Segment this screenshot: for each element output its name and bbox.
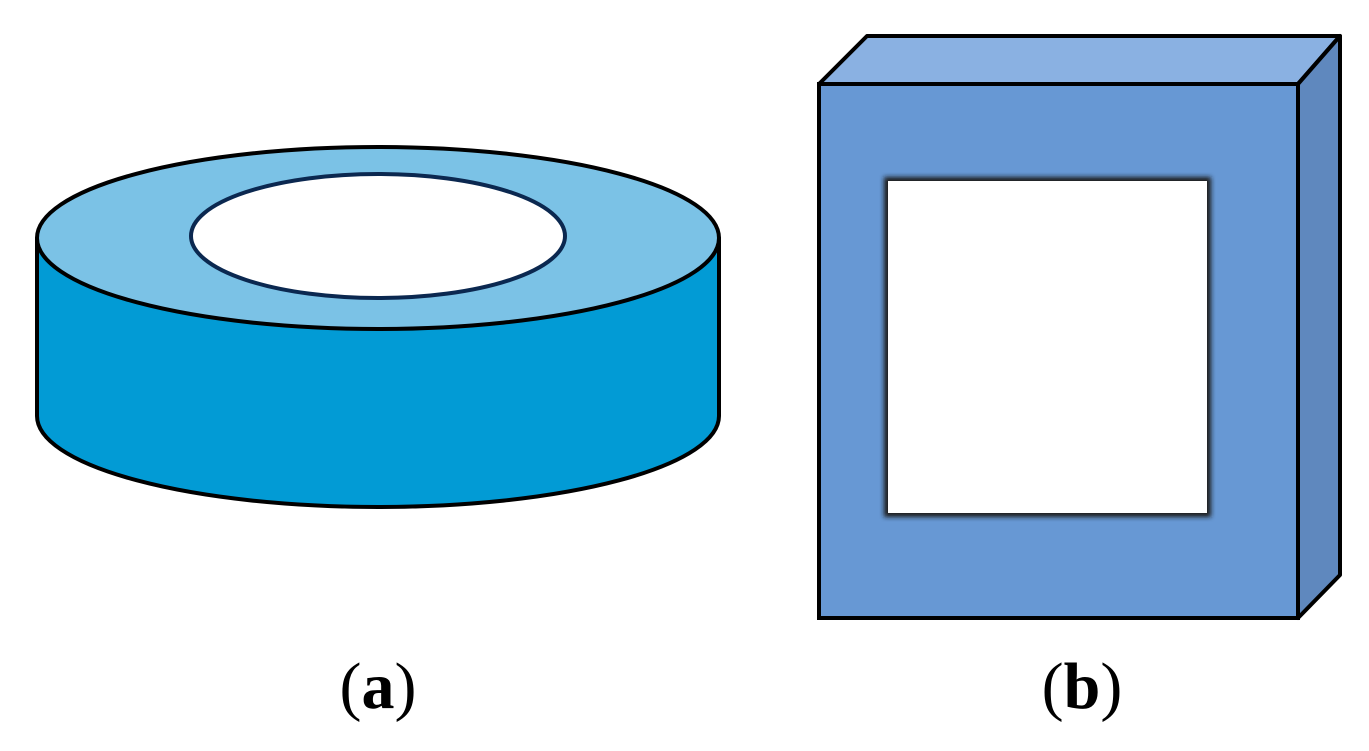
frame-top-face	[817, 34, 1342, 86]
ring-center-hole	[189, 172, 567, 300]
panel-b-frame-core	[817, 34, 1342, 620]
frame-window	[888, 181, 1207, 513]
caption-a: (a)	[340, 650, 417, 723]
frame-side-face	[1296, 34, 1342, 620]
caption-b: (b)	[1042, 650, 1123, 723]
panel-a-ring-core	[35, 145, 721, 509]
